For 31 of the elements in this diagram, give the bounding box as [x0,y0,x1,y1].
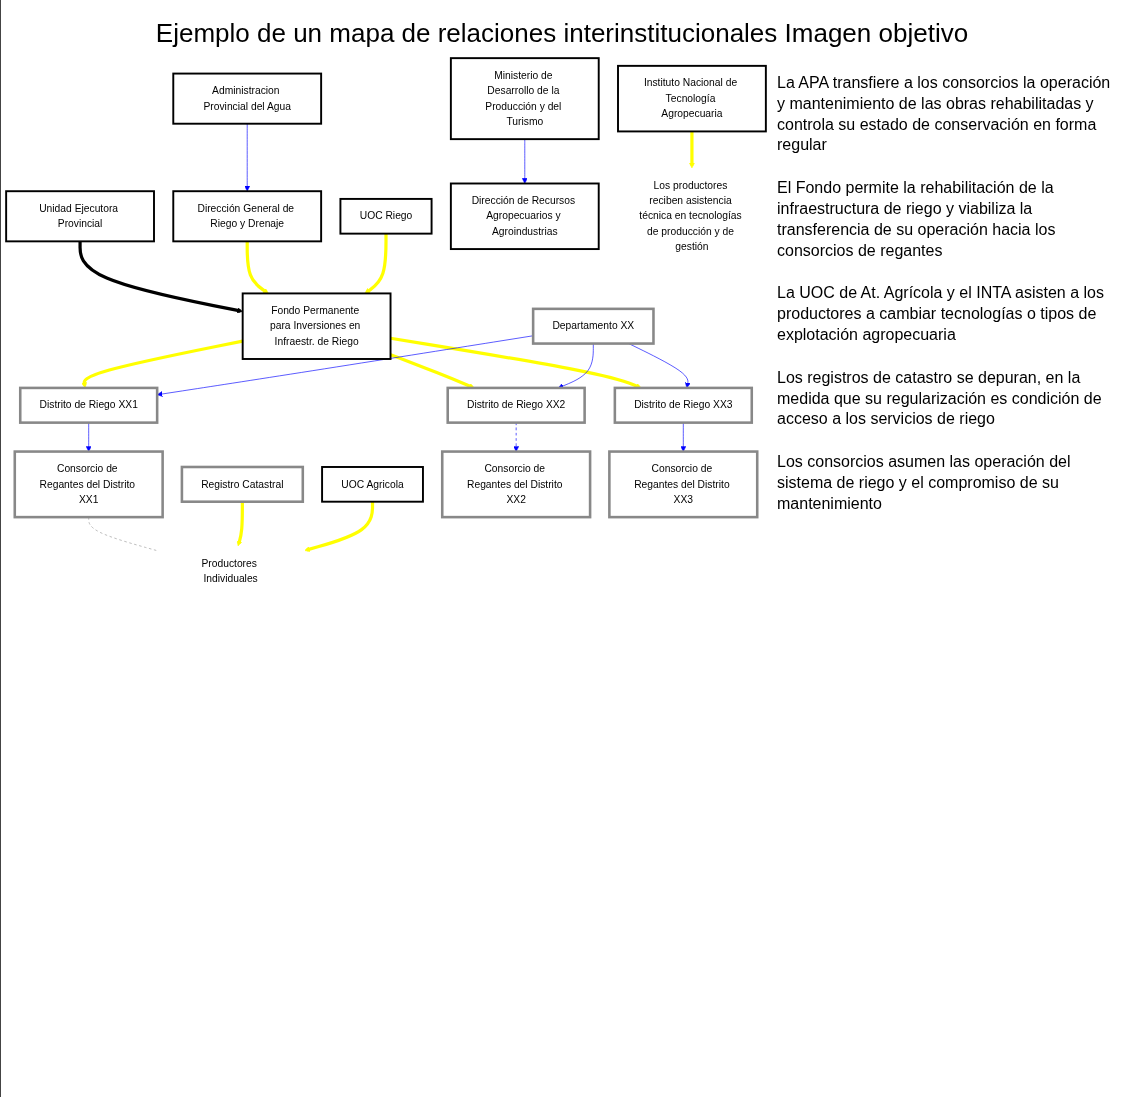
note-text: Los registros de catastro se depuran, en la medida que su regularización es condición de acceso a los servicios de riego [777,367,1103,430]
node-box: Departamento XX [531,307,655,345]
node-box: Dirección General de Riego y Drenaje [172,190,323,243]
arrow [245,241,269,294]
node-box: Unidad Ejecutora Provincial [5,190,155,243]
note-text: Los consorcios asumen las operación del sistema de riego y el compromiso de su mantenimiento [777,452,1072,514]
node-box: Registro Catastral [180,465,305,503]
node-box: UOC Agricola [321,466,424,503]
node-box: UOC Riego [339,197,433,235]
node-box: Distrito de Riego XX1 [18,386,159,424]
note-text: La APA transfiere a los consorcios la operación y mantenimiento de las obras rehabilitadas y controla su estado de conservación en forma regular [777,73,1112,156]
note-text: La UOC de At. Agrícola y el INTA asisten a los productores a cambiar tecnologías o tipos de explotación agropecuaria [777,283,1105,345]
node-box: Distrito de Riego XX3 [613,386,754,424]
arrow [364,233,388,294]
node-box: Consorcio de Regantes del Distrito XX3 [608,450,759,519]
node-box: Consorcio de Regantes del Distrito XX2 [440,450,592,519]
diagram-title: Ejemplo de un mapa de relaciones interinstitucionales Imagen objetivo [154,17,970,50]
arrow [304,501,375,552]
node-box: Instituto Nacional de Tecnología Agropecuaria [617,64,767,133]
node-box: Fondo Permanente para Inversiones en Infraestr. de Riego [241,292,392,360]
note-text: El Fondo permite la rehabilitación de la infraestructura de riego y viabiliza la transferencia de su operación hacia los consorcios de regantes [777,178,1057,261]
arrow [689,131,695,169]
node-text: Los productores reciben asistencia técnica en tecnologías de producción y de gestión [639,179,742,253]
arrow [78,241,243,314]
node-box: Distrito de Riego XX2 [446,386,586,424]
arrow [236,501,244,547]
node-box: Administracion Provincial del Agua [172,72,323,125]
node-box: Consorcio de Regantes del Distrito XX1 [13,450,164,519]
node-box: Ministerio de Desarrollo de la Producción y del Turismo [449,57,600,141]
node-box: Dirección de Recursos Agropecuarios y Agroindustrias [449,182,600,251]
node-text: Productores Individuales [201,557,258,584]
